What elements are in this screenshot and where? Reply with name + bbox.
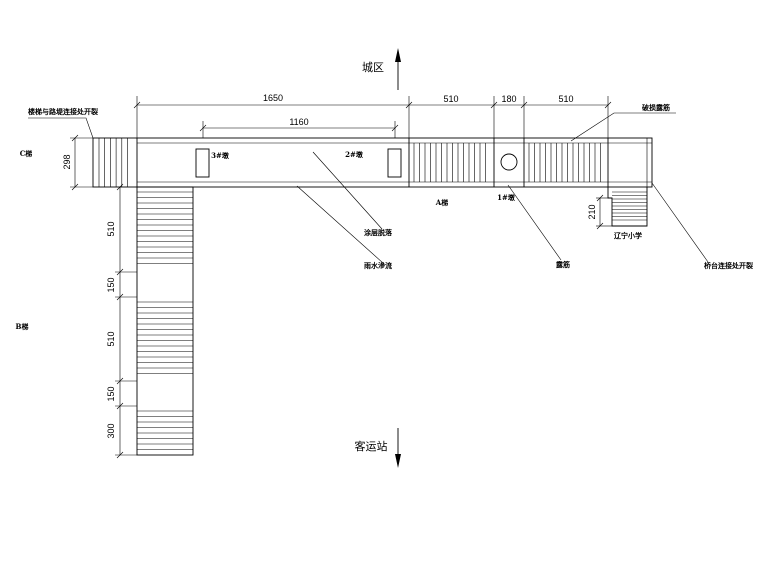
label-rain-leak: 雨水滲流: [364, 261, 392, 270]
label-pier-1: 1#墩: [497, 193, 516, 202]
left-dimensions: [70, 134, 612, 459]
dimension-tick: [199, 124, 207, 132]
label-liaoning-school: 辽宁小学: [614, 231, 642, 240]
school-stair: [607, 187, 648, 227]
dimension-tick: [71, 134, 79, 142]
leader-rain-leak: [296, 185, 384, 264]
dimension-tick: [133, 101, 141, 109]
south-arrow-icon: [395, 428, 401, 468]
dimension-tick: [116, 377, 124, 385]
label-pier-3: 3#墩: [211, 151, 230, 160]
label-stair-c: C梯: [20, 149, 33, 158]
deck-outline: [92, 137, 653, 188]
label-stair-b: B梯: [16, 322, 29, 331]
pier-2: [387, 148, 402, 178]
top-dimension-ticks: [133, 101, 612, 132]
label-abutment-gap: 桥台连接处开裂: [704, 261, 753, 270]
dim-text-300: 300: [106, 423, 116, 438]
dimension-tick: [116, 268, 124, 276]
dimension-tick: [596, 222, 604, 230]
label-stair-a: A梯: [435, 198, 448, 207]
dim-text-180: 180: [501, 94, 516, 104]
school-stair-outline: [607, 187, 648, 227]
stair-b-outline: [136, 186, 194, 456]
school-stair-hatch: [612, 191, 647, 221]
dim-text-1650: 1650: [263, 93, 283, 103]
dimension-tick: [405, 101, 413, 109]
dim-text-298: 298: [62, 154, 72, 169]
pier-3: [195, 148, 210, 178]
label-stair-road-gap: 楼梯与路堤连接处开裂: [28, 107, 98, 116]
leader-exposed-rebar: [507, 184, 562, 261]
direction-north: 城区: [362, 61, 384, 74]
left-dimension-ticks: [71, 134, 604, 459]
leader-lines: [28, 112, 709, 264]
leader-rusted-rebar: [570, 112, 676, 142]
dim-text-1160: 1160: [289, 117, 308, 127]
top-dimensions: [133, 96, 612, 138]
dimension-tick: [116, 183, 124, 191]
dimension-tick: [596, 194, 604, 202]
dim-text-150-b: 150: [106, 386, 116, 401]
stair-c-hatch: [98, 138, 128, 187]
dimension-tick: [71, 183, 79, 191]
stair-a-hatch-2: [528, 143, 601, 182]
dim-text-510-a: 510: [443, 94, 458, 104]
label-rusted-rebar: 破损露筋: [642, 103, 670, 112]
dimension-tick: [520, 101, 528, 109]
stair-a-hatch-1: [413, 143, 486, 182]
leader-abutment-gap: [651, 182, 709, 263]
main-deck: [92, 137, 653, 188]
dim-text-150-a: 150: [106, 277, 116, 292]
stair-b: [136, 186, 194, 456]
pier-1: [500, 153, 518, 171]
label-pier-2: 2#墩: [345, 150, 364, 159]
dimension-tick: [490, 101, 498, 109]
dimension-tick: [391, 124, 399, 132]
label-coating-peel: 涂层脱落: [364, 228, 393, 237]
dim-text-510-d: 510: [106, 331, 116, 346]
stair-b-hatch: [137, 191, 193, 450]
label-exposed-rebar: 露筋: [556, 260, 570, 269]
leader-stair-road-gap: [28, 117, 94, 139]
dim-text-210: 210: [587, 204, 597, 219]
dimension-tick: [116, 451, 124, 459]
dim-text-510-b: 510: [558, 94, 573, 104]
direction-south: 客运站: [355, 439, 388, 453]
dimension-tick: [116, 402, 124, 410]
leader-coating-peel: [312, 151, 383, 230]
dimension-tick: [604, 101, 612, 109]
dimension-tick: [116, 293, 124, 301]
dim-text-510-c: 510: [106, 221, 116, 236]
north-arrow-icon: [395, 48, 401, 90]
